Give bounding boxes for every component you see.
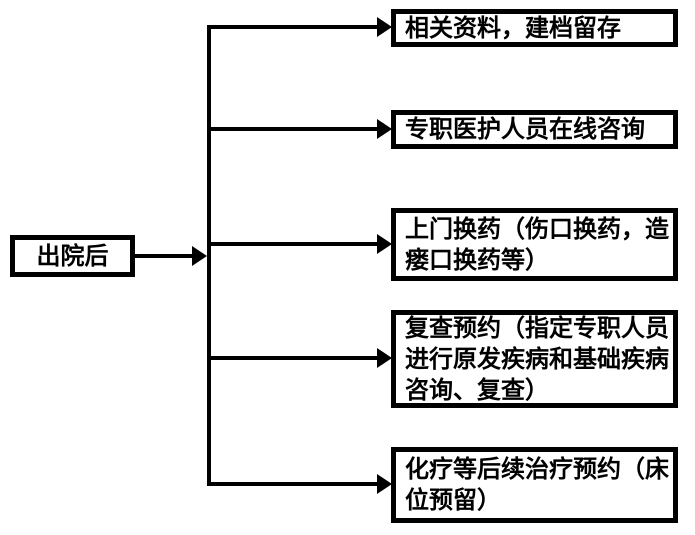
node-online-consultation-label: 专职医护人员在线咨询 [405,116,645,143]
node-archive-materials: 相关资料，建档留存 [391,9,678,47]
node-chemotherapy-appointment-label: 化疗等后续治疗预约（床 位预留） [405,456,669,514]
node-home-dressing-change: 上门换药（伤口换药，造 瘘口换药等） [391,208,678,281]
node-after-discharge-label: 出院后 [36,242,109,270]
arrowhead-branch-3-icon [377,234,392,254]
node-chemotherapy-appointment: 化疗等后续治疗预约（床 位预留） [391,447,678,523]
connector-root-line [133,254,194,258]
connector-trunk-line [207,25,211,486]
arrowhead-branch-1-icon [377,17,392,37]
node-followup-appointment-label: 复查预约（指定专职人员 进行原发疾病和基础疾病 咨询、复查） [405,314,669,404]
arrowhead-branch-2-icon [377,119,392,139]
connector-branch-3-line [209,242,377,246]
node-archive-materials-label: 相关资料，建档留存 [405,14,621,42]
node-followup-appointment: 复查预约（指定专职人员 进行原发疾病和基础疾病 咨询、复查） [391,310,678,408]
node-after-discharge: 出院后 [10,235,135,277]
connector-branch-2-line [209,127,377,131]
connector-branch-1-line [209,25,377,29]
arrowhead-branch-4-icon [377,348,392,368]
connector-branch-5-line [209,482,377,486]
arrowhead-root-icon [192,246,207,266]
connector-branch-4-line [209,356,377,360]
arrowhead-branch-5-icon [377,474,392,494]
node-online-consultation: 专职医护人员在线咨询 [391,110,678,149]
node-home-dressing-change-label: 上门换药（伤口换药，造 瘘口换药等） [405,215,669,274]
